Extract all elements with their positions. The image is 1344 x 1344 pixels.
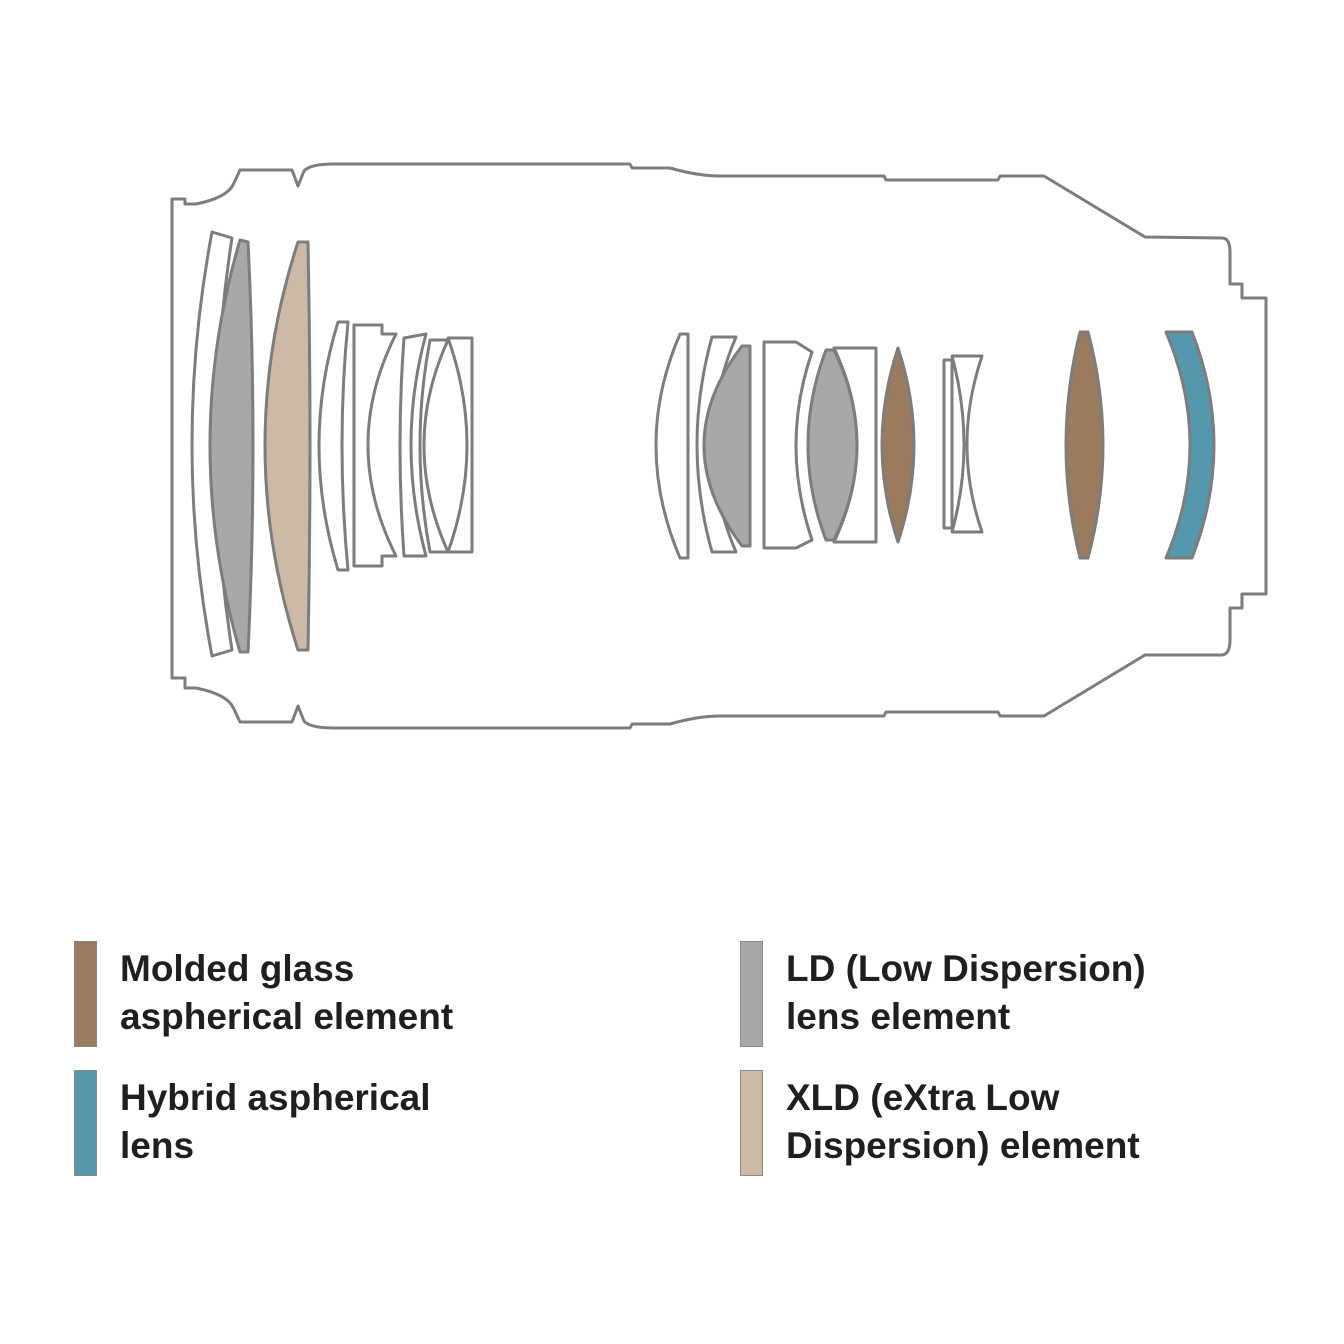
legend-label-ld: LD (Low Dispersion) lens element [786, 945, 1256, 1041]
lens-element-18-molded [1064, 330, 1105, 560]
legend-label-ld-line2: lens element [786, 996, 1011, 1037]
lens-element-11-ld [702, 344, 752, 548]
legend-label-xld-line2: Dispersion) element [786, 1125, 1140, 1166]
lens-element-15-molded [880, 346, 916, 544]
lens-element-14 [832, 346, 878, 544]
lens-element-9 [654, 332, 690, 560]
legend-label-hybrid-line2: lens [120, 1125, 195, 1166]
lens-element-3-xld [263, 240, 312, 652]
legend-label-ld-line1: LD (Low Dispersion) [786, 948, 1146, 989]
legend-label-hybrid: Hybrid aspherical lens [120, 1074, 590, 1170]
legend-swatch-xld [740, 1070, 763, 1176]
lens-barrel-outline [170, 162, 1268, 730]
lens-element-17 [950, 354, 984, 534]
lens-element-2-ld [208, 238, 255, 654]
legend-swatch-ld [740, 941, 763, 1047]
legend-label-molded-line1: Molded glass [120, 948, 355, 989]
legend-label-xld-line1: XLD (eXtra Low [786, 1077, 1060, 1118]
legend-swatch-hybrid [74, 1070, 97, 1176]
legend-label-molded: Molded glass aspherical element [120, 945, 590, 1041]
lens-element-5 [352, 323, 398, 568]
legend-label-xld: XLD (eXtra Low Dispersion) element [786, 1074, 1256, 1170]
lens-element-12 [762, 340, 814, 550]
lens-element-4 [317, 320, 350, 572]
legend-swatch-molded [74, 941, 97, 1047]
legend-label-hybrid-line1: Hybrid aspherical [120, 1077, 431, 1118]
legend-label-molded-line2: aspherical element [120, 996, 454, 1037]
lens-element-8 [446, 336, 474, 554]
lens-construction-diagram [170, 162, 1268, 730]
lens-element-19-hybrid [1164, 330, 1216, 560]
lens-element-6 [398, 332, 428, 558]
